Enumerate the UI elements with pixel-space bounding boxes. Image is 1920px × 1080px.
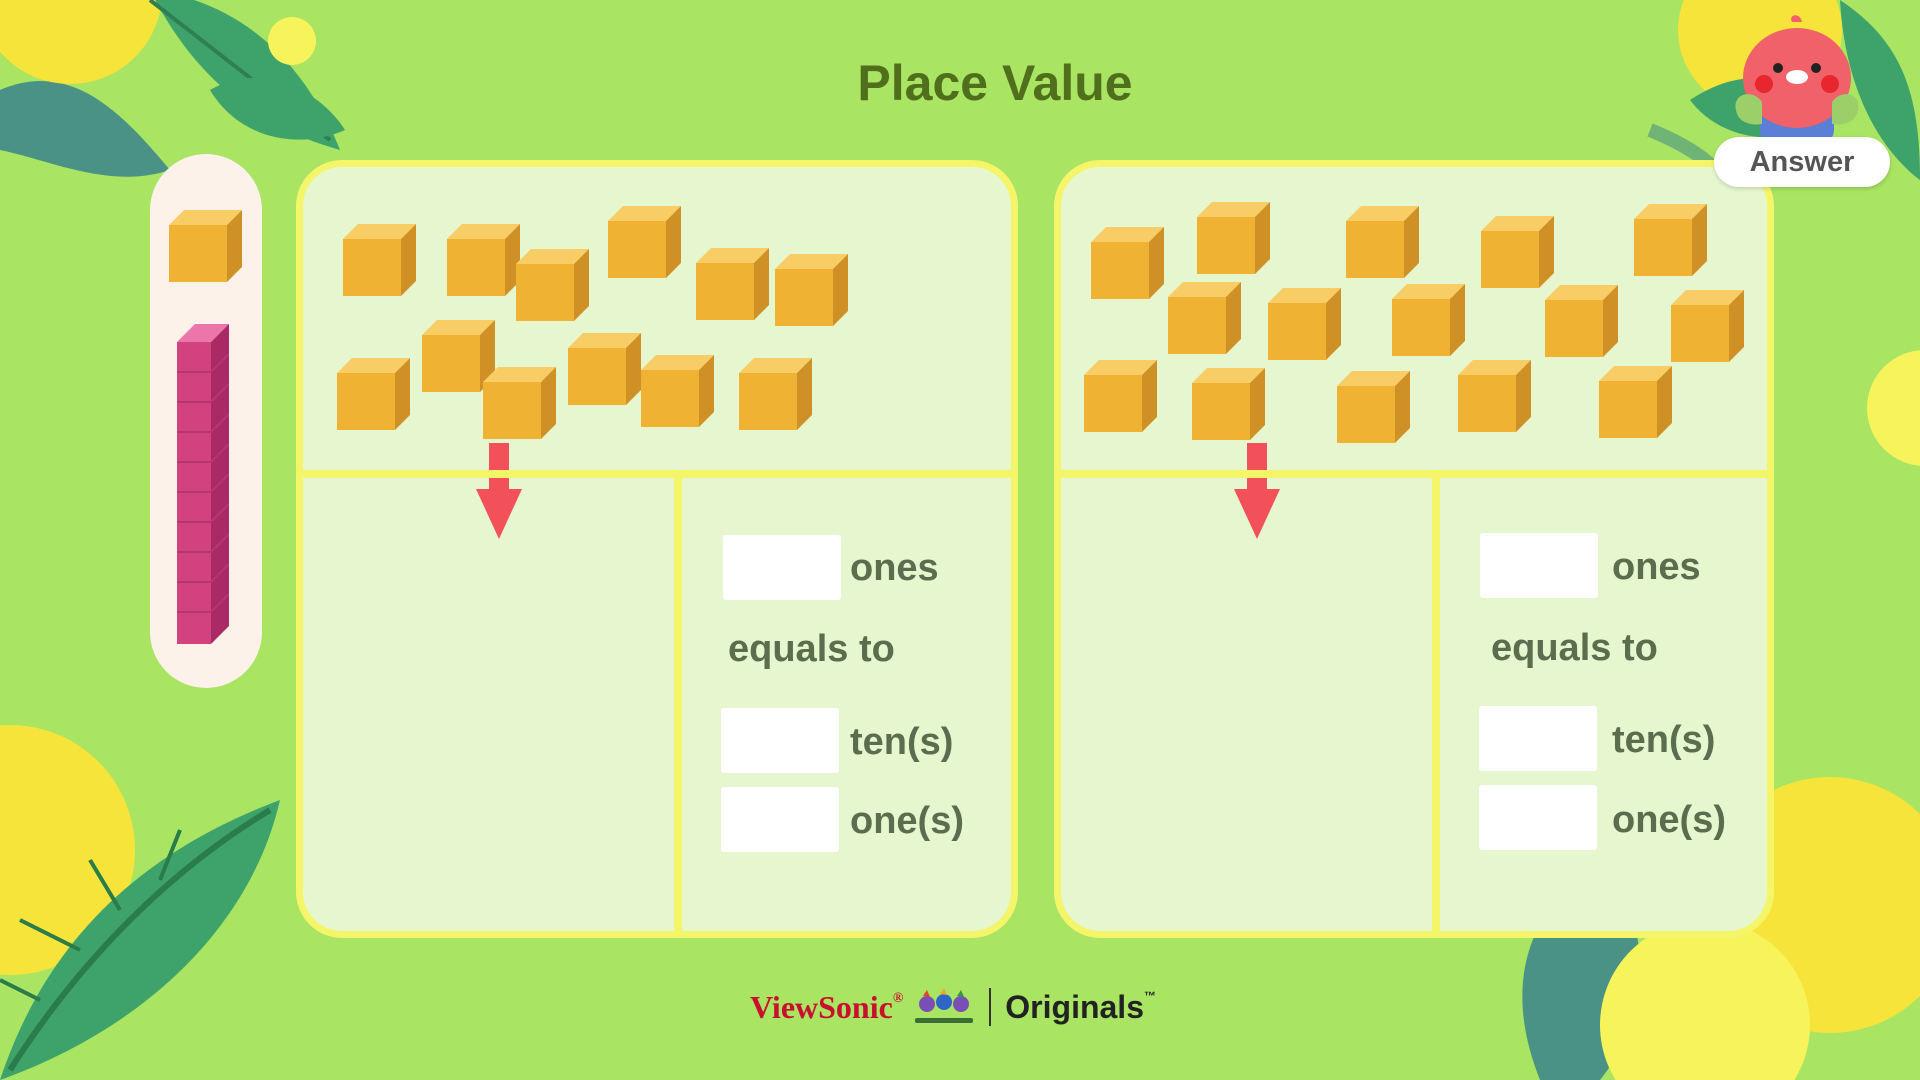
unit-cube-icon: [1346, 206, 1419, 278]
place-value-panel-1: ones equals to ten(s) one(s): [296, 160, 1018, 938]
panel-divider: [674, 478, 682, 931]
unit-cube-icon: [1671, 290, 1744, 362]
unit-cube-icon: [608, 206, 681, 278]
unit-cube-icon: [1634, 204, 1707, 276]
tens-input[interactable]: [1479, 706, 1597, 771]
tens-input[interactable]: [721, 708, 839, 773]
unit-cube-icon: [1168, 282, 1241, 354]
unit-cube-icon: [775, 254, 848, 326]
unit-cube-icon: [641, 355, 714, 427]
place-value-panel-2: ones equals to ten(s) one(s): [1054, 160, 1774, 938]
unit-cube-icon: [483, 367, 556, 439]
unit-cube-icon: [1481, 216, 1554, 288]
ones-result-label: one(s): [1612, 799, 1726, 841]
unit-cube-icon: [1599, 366, 1672, 438]
unit-cube-icon: [169, 210, 242, 282]
footer-divider: [989, 988, 992, 1026]
unit-cube-icon: [343, 224, 416, 296]
unit-cube-icon: [447, 224, 520, 296]
unit-cube-icon: [568, 333, 641, 405]
brand-mark: ®: [892, 991, 904, 1006]
panel-divider: [1432, 478, 1440, 931]
block-legend: [150, 154, 262, 688]
equals-label: equals to: [728, 628, 895, 670]
ones-result-input[interactable]: [1479, 785, 1597, 850]
unit-cube-icon: [1337, 371, 1410, 443]
ones-result-label: one(s): [850, 800, 964, 842]
ones-label: ones: [1612, 546, 1701, 588]
panel-divider: [1061, 470, 1767, 478]
trademark-mark: ™: [1143, 989, 1156, 1003]
ten-rod-icon: [177, 324, 229, 644]
footer-branding: ViewSonic ® Originals ™: [750, 985, 1156, 1029]
unit-cube-icon: [1268, 288, 1341, 360]
birds-logo-icon: [915, 988, 974, 1023]
unit-cube-icon: [1458, 360, 1531, 432]
brand-logo: ViewSonic: [750, 988, 893, 1025]
equals-label: equals to: [1491, 627, 1658, 669]
ones-label: ones: [850, 547, 939, 589]
page-title: Place Value: [857, 55, 1133, 111]
unit-cube-icon: [1192, 368, 1265, 440]
bird-mascot-icon: [1735, 15, 1859, 144]
unit-cube-icon: [516, 249, 589, 321]
ones-count-input[interactable]: [723, 535, 841, 600]
unit-cube-icon: [1392, 284, 1465, 356]
tens-label: ten(s): [1612, 719, 1716, 761]
answer-button[interactable]: Answer: [1714, 137, 1890, 187]
ones-result-input[interactable]: [721, 787, 839, 852]
ones-count-input[interactable]: [1480, 533, 1598, 598]
unit-cube-icon: [1091, 227, 1164, 299]
unit-cube-icon: [1197, 202, 1270, 274]
regroup-area[interactable]: [303, 478, 674, 931]
unit-cube-icon: [696, 248, 769, 320]
tens-label: ten(s): [850, 721, 954, 763]
originals-logo: Originals: [1005, 988, 1144, 1025]
panel-divider: [303, 470, 1011, 478]
unit-cube-icon: [739, 358, 812, 430]
unit-cube-icon: [1084, 360, 1157, 432]
regroup-area[interactable]: [1061, 478, 1432, 931]
unit-cube-icon: [1545, 285, 1618, 357]
unit-cube-icon: [337, 358, 410, 430]
